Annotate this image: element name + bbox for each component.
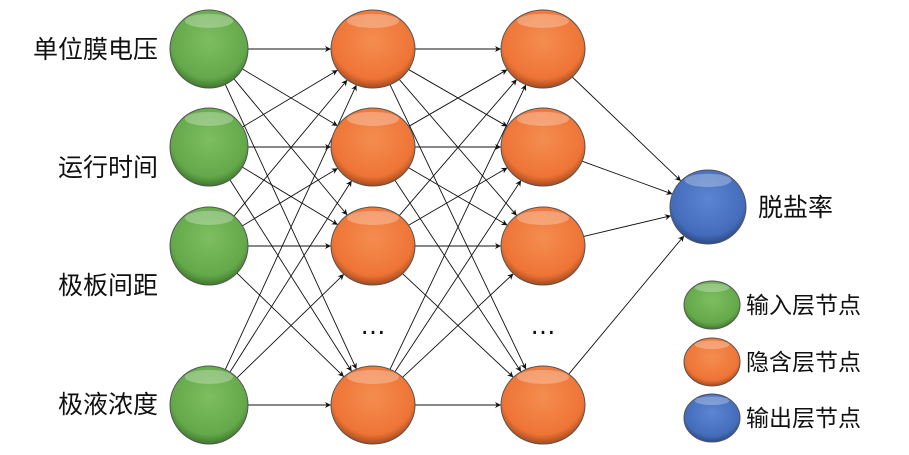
node-highlight [184, 369, 234, 384]
node-highlight [346, 369, 400, 384]
hidden-node [330, 107, 416, 187]
node-highlight [184, 210, 234, 225]
connection-arrow [398, 79, 518, 216]
input-node [169, 107, 249, 187]
input-node [169, 206, 249, 286]
connection-arrow [568, 235, 685, 375]
connection-arrow [571, 76, 682, 182]
node-highlight [516, 111, 570, 126]
connection-arrow [583, 214, 672, 237]
legend-hidden-swatch [683, 337, 741, 387]
node-highlight [516, 369, 570, 384]
output-node [669, 169, 747, 245]
output-label: 脱盐率 [758, 193, 833, 222]
connection-arrow [242, 69, 338, 128]
legend-label-hidden: 隐含层节点 [746, 350, 861, 376]
hidden-node [330, 206, 416, 286]
connection-arrow [236, 273, 345, 379]
node-highlight [346, 210, 400, 225]
legend-label-input: 输入层节点 [746, 293, 861, 319]
hidden-node [500, 206, 586, 286]
hidden-node [330, 365, 416, 445]
connection-arrow [236, 272, 345, 378]
node-highlight [516, 210, 570, 225]
connection-arrow [408, 167, 508, 226]
node-highlight [184, 111, 234, 126]
hidden-ellipsis: … [531, 311, 556, 340]
node-highlight [694, 340, 730, 350]
input-label: 运行时间 [58, 153, 158, 182]
nodes [169, 9, 747, 445]
connections [224, 46, 685, 408]
node-highlight [346, 111, 400, 126]
connection-arrow [394, 180, 522, 372]
node-highlight [694, 396, 730, 406]
input-node [169, 9, 249, 89]
node-highlight [684, 173, 732, 188]
hidden-node [500, 9, 586, 89]
connection-arrow [389, 84, 527, 370]
hidden-node [330, 9, 416, 89]
input-label: 极板间距 [58, 271, 158, 300]
hidden-ellipsis: … [361, 311, 386, 340]
input-node [169, 365, 249, 445]
input-label: 极液浓度 [58, 390, 158, 419]
connection-arrow [233, 79, 348, 217]
node-highlight [516, 13, 570, 28]
hidden-node [500, 365, 586, 445]
connection-arrow [242, 167, 339, 227]
node-highlight [184, 13, 234, 28]
legend-output-swatch [683, 393, 741, 443]
connection-arrow [242, 166, 339, 226]
node-highlight [694, 283, 730, 293]
connection-arrow [242, 68, 338, 127]
node-highlight [346, 13, 400, 28]
legend-label-output: 输出层节点 [746, 406, 861, 432]
connection-arrow [581, 160, 673, 195]
connection-arrow [408, 69, 508, 127]
hidden-node [500, 107, 586, 187]
connection-arrow [402, 273, 514, 378]
input-label: 单位膜电压 [33, 35, 158, 64]
legend-input-swatch [683, 280, 741, 330]
connection-arrow [229, 180, 353, 373]
